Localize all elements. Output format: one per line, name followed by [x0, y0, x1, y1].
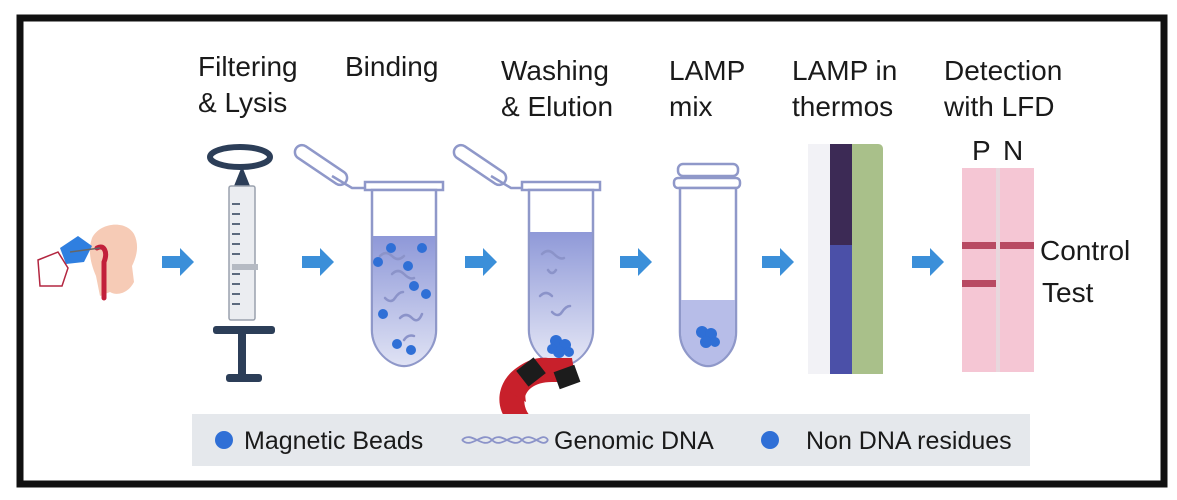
svg-text:with LFD: with LFD: [943, 91, 1054, 122]
step-label-binding: Binding: [345, 51, 438, 82]
svg-text:Filtering: Filtering: [198, 51, 298, 82]
step-label-lamp-mix: LAMP mix: [669, 55, 745, 122]
svg-text:Detection: Detection: [944, 55, 1062, 86]
swab-sampling-icon: [37, 224, 138, 301]
thermos-icon: [808, 144, 883, 374]
step-label-detection-lfd: Detection with LFD: [943, 55, 1062, 122]
lfd-negative-label: N: [1003, 135, 1023, 166]
svg-text:LAMP: LAMP: [669, 55, 745, 86]
magnet-icon: [499, 357, 581, 430]
lfd-band-labels: Control Test: [1040, 235, 1130, 308]
syringe-filter-icon: [207, 144, 275, 382]
genomic-dna-legend-icon: [461, 436, 549, 444]
svg-text:Washing: Washing: [501, 55, 609, 86]
tube-icon: [293, 143, 445, 368]
legend: Magnetic Beads Genomic DNA Non DNA resid…: [192, 414, 1030, 466]
svg-text:Binding: Binding: [345, 51, 438, 82]
lateral-flow-strip-icon: [962, 168, 1034, 372]
step-label-filtering-lysis: Filtering & Lysis: [198, 51, 298, 118]
step-label-lamp-thermos: LAMP in thermos: [792, 55, 897, 122]
legend-genomic-dna: Genomic DNA: [554, 427, 714, 455]
arrow-right-icon: [162, 248, 944, 276]
lfd-strip-labels: P N: [972, 135, 1023, 166]
lfd-positive-label: P: [972, 135, 991, 166]
svg-text:mix: mix: [669, 91, 713, 122]
tube-icon: [672, 162, 742, 368]
test-label: Test: [1042, 277, 1094, 308]
magnetic-bead-legend-icon: [215, 431, 233, 449]
non-dna-residue-legend-icon: [761, 431, 779, 449]
svg-text:LAMP in: LAMP in: [792, 55, 897, 86]
tube-icon: [452, 143, 602, 368]
magnetic-bead: [373, 243, 431, 355]
control-label: Control: [1040, 235, 1130, 266]
step-label-washing-elution: Washing & Elution: [501, 55, 613, 122]
svg-text:& Lysis: & Lysis: [198, 87, 287, 118]
svg-text:& Elution: & Elution: [501, 91, 613, 122]
legend-non-dna-residues: Non DNA residues: [806, 427, 1012, 455]
svg-text:thermos: thermos: [792, 91, 893, 122]
legend-magnetic-beads: Magnetic Beads: [244, 427, 423, 455]
